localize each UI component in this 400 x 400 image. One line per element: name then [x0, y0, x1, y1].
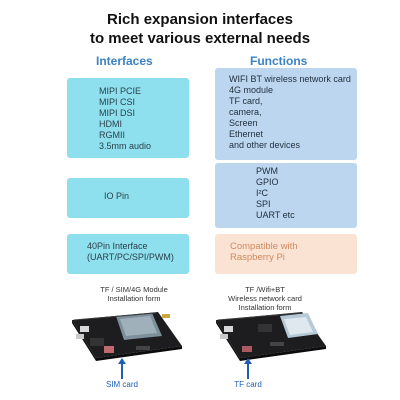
caption-line: Installation form — [238, 303, 292, 312]
left-board-caption: TF / SIM/4G Module Installation form — [84, 285, 184, 303]
function-item: Screen — [229, 118, 258, 128]
interfaces-box: MIPI PCIE MIPI CSI MIPI DSI HDMI RGMII 3… — [67, 78, 189, 158]
io-functions-box: PWM GPIO I²C SPI UART etc — [215, 163, 357, 228]
compatible-line: Compatible with — [230, 241, 298, 252]
compatible-box: Compatible with Raspberry Pi — [215, 234, 357, 274]
io-function-item: PWM — [256, 166, 278, 176]
caption-line: Installation form — [107, 294, 161, 303]
caption-line: Wireless network card — [228, 294, 302, 303]
interface-item: MIPI DSI — [99, 108, 136, 118]
board-4g-module-image — [72, 312, 182, 361]
40pin-line: 40Pin Interface — [87, 241, 148, 251]
function-item: Ethernet — [229, 129, 264, 139]
40pin-line: (UART/PC/SPI/PWM) — [87, 252, 174, 262]
interface-item: HDMI — [99, 119, 122, 129]
title-line-2: to meet various external needs — [89, 30, 311, 47]
functions-box: WIFI BT wireless network card 4G module … — [215, 68, 357, 160]
interface-item: RGMII — [99, 130, 125, 140]
arrow-up-icon — [118, 358, 126, 379]
interface-item: MIPI CSI — [99, 97, 136, 107]
page-title: Rich expansion interfaces to meet variou… — [0, 10, 400, 48]
sim-card-label: SIM card — [105, 380, 138, 389]
interface-item: 3.5mm audio — [99, 141, 152, 151]
function-item: camera, — [229, 107, 262, 117]
function-item: WIFI BT wireless network card — [229, 74, 351, 84]
io-pin-box: IO Pin — [67, 178, 189, 218]
functions-header: Functions — [250, 54, 308, 68]
function-item: and other devices — [229, 140, 301, 150]
io-function-item: GPIO — [256, 177, 279, 187]
interface-item: MIPI PCIE — [99, 86, 142, 96]
arrow-up-icon — [244, 358, 252, 379]
compatible-line: Raspberry Pi — [230, 252, 285, 263]
io-function-item: UART etc — [256, 210, 295, 220]
right-board-caption: TF /Wifi+BT Wireless network card Instal… — [210, 285, 320, 312]
40pin-box: 40Pin Interface (UART/PC/SPI/PWM) — [67, 234, 189, 274]
board-wifi-bt-image — [216, 312, 326, 361]
caption-line: TF /Wifi+BT — [245, 285, 285, 294]
io-pin-label: IO Pin — [104, 191, 130, 201]
tf-card-label: TF card — [234, 380, 262, 389]
function-item: TF card, — [229, 96, 263, 106]
function-item: 4G module — [229, 85, 274, 95]
io-function-item: I²C — [256, 188, 268, 198]
io-function-item: SPI — [256, 199, 271, 209]
title-line-1: Rich expansion interfaces — [107, 11, 293, 28]
caption-line: TF / SIM/4G Module — [100, 285, 168, 294]
interfaces-header: Interfaces — [96, 54, 153, 68]
